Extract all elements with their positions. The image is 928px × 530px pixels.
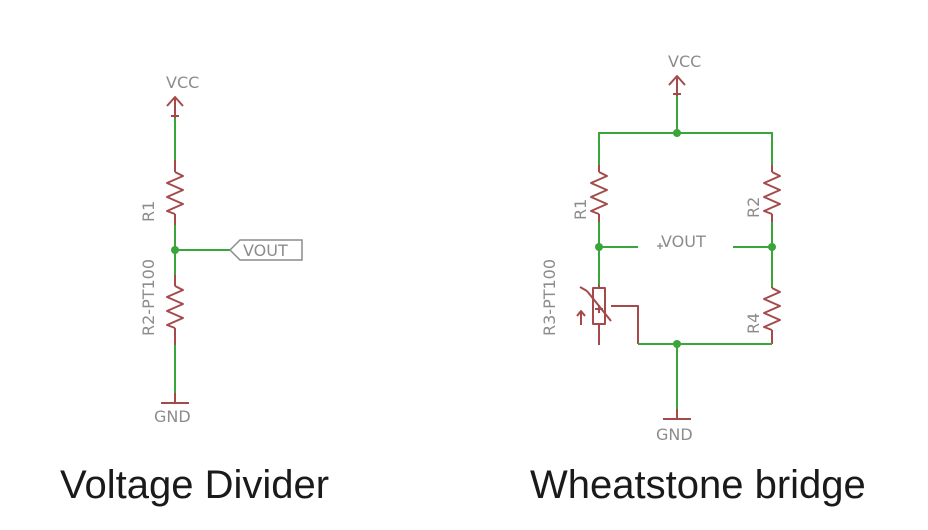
vcc-symbol-divider [166, 96, 184, 118]
r3-label-bridge: R3-PT100 [540, 259, 559, 336]
junction-divider [171, 246, 179, 254]
gnd-label-divider: GND [154, 407, 191, 426]
voltage-divider-circuit: VCC R1 R2-PT100 VOUT [60, 73, 329, 507]
wire-top-rail [598, 132, 773, 165]
r1-resistor-bridge [590, 165, 608, 222]
gnd-symbol-divider [161, 393, 189, 404]
r1-resistor-divider [166, 160, 184, 225]
r1-label-bridge: R1 [571, 199, 590, 220]
vout-port-divider [228, 239, 303, 261]
junction-right-bridge [768, 243, 776, 251]
vout-label-divider: VOUT [243, 241, 288, 260]
r3-pt100-thermistor-bridge [576, 285, 612, 345]
r2-label-divider: R2-PT100 [139, 259, 158, 336]
gnd-symbol-bridge [663, 409, 691, 420]
wire-wiper-r3 [611, 305, 639, 344]
voltage-divider-title: Voltage Divider [60, 463, 329, 507]
r4-label-bridge: R4 [744, 313, 763, 334]
r2-resistor-bridge [763, 165, 781, 222]
junction-top-bridge [673, 129, 681, 137]
junction-bottom-bridge [673, 340, 681, 348]
vcc-symbol-bridge [668, 75, 686, 96]
wheatstone-bridge-title: Wheatstone bridge [530, 463, 866, 507]
gnd-label-bridge: GND [656, 425, 693, 444]
r4-resistor-bridge [763, 287, 781, 344]
junction-left-bridge [595, 243, 603, 251]
r2-label-bridge: R2 [744, 197, 763, 218]
vcc-label-divider: VCC [166, 73, 199, 92]
r1-label-divider: R1 [139, 201, 158, 222]
wheatstone-bridge-circuit: VCC R1 R2 VOUT [530, 52, 866, 507]
r2-pt100-resistor-divider [166, 275, 184, 345]
vout-marker-bridge [657, 243, 663, 249]
vcc-label-bridge: VCC [668, 52, 701, 71]
vout-label-bridge: VOUT [661, 232, 706, 251]
